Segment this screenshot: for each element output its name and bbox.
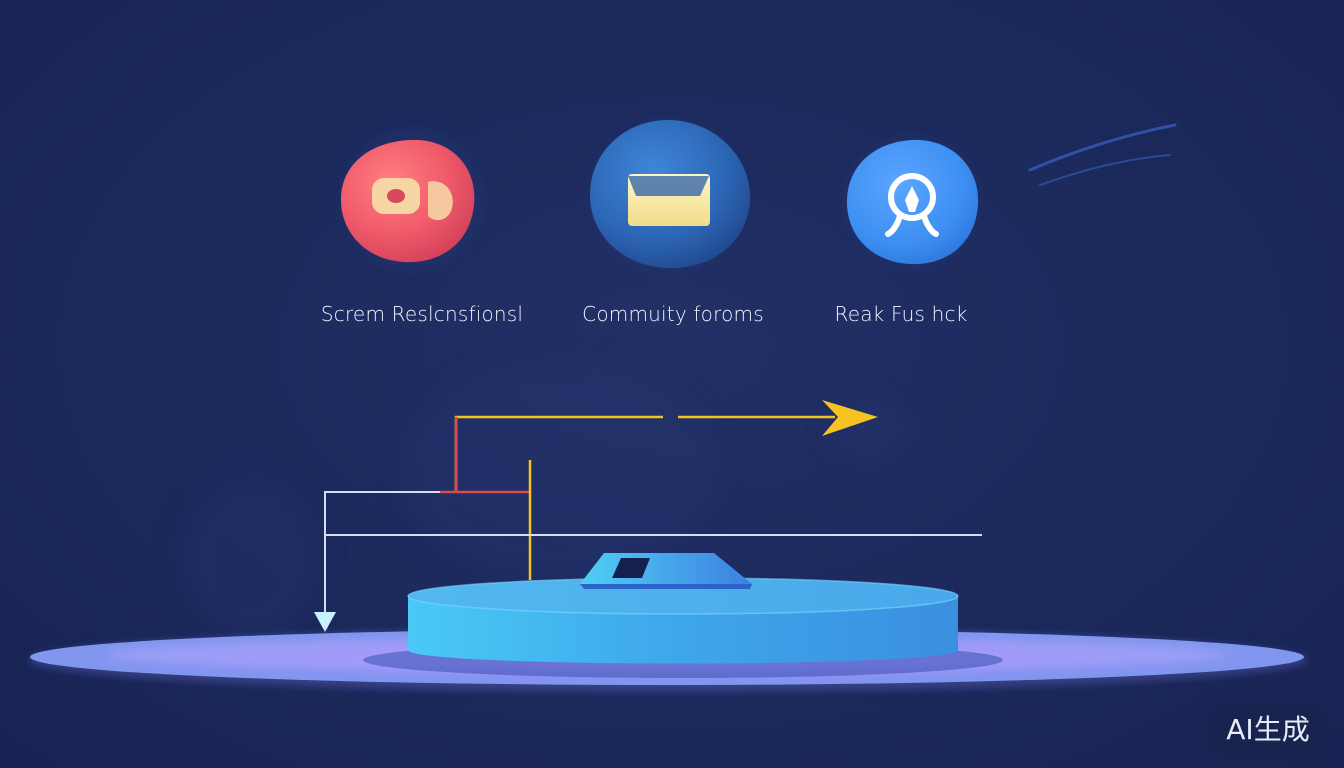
label-community-forums: Commuity foroms: [582, 302, 764, 326]
flow-lines: [324, 415, 982, 612]
envelope-icon: [590, 119, 751, 275]
platform: [363, 577, 1003, 678]
arrow-right-icon: [822, 400, 878, 436]
device: [580, 553, 752, 589]
support-agent-icon: [844, 135, 980, 271]
label-screen-resolutions: Screm Reslcnsfionsl: [320, 302, 524, 326]
arrow-down-icon: [314, 612, 336, 632]
background-shapes: [180, 360, 910, 640]
chat-bubble-icon: [340, 128, 484, 272]
label-real-feedback: Reak Fus hck: [834, 302, 968, 326]
streak-lines: [1028, 123, 1177, 186]
ai-generated-badge: AI生成: [1206, 704, 1330, 756]
